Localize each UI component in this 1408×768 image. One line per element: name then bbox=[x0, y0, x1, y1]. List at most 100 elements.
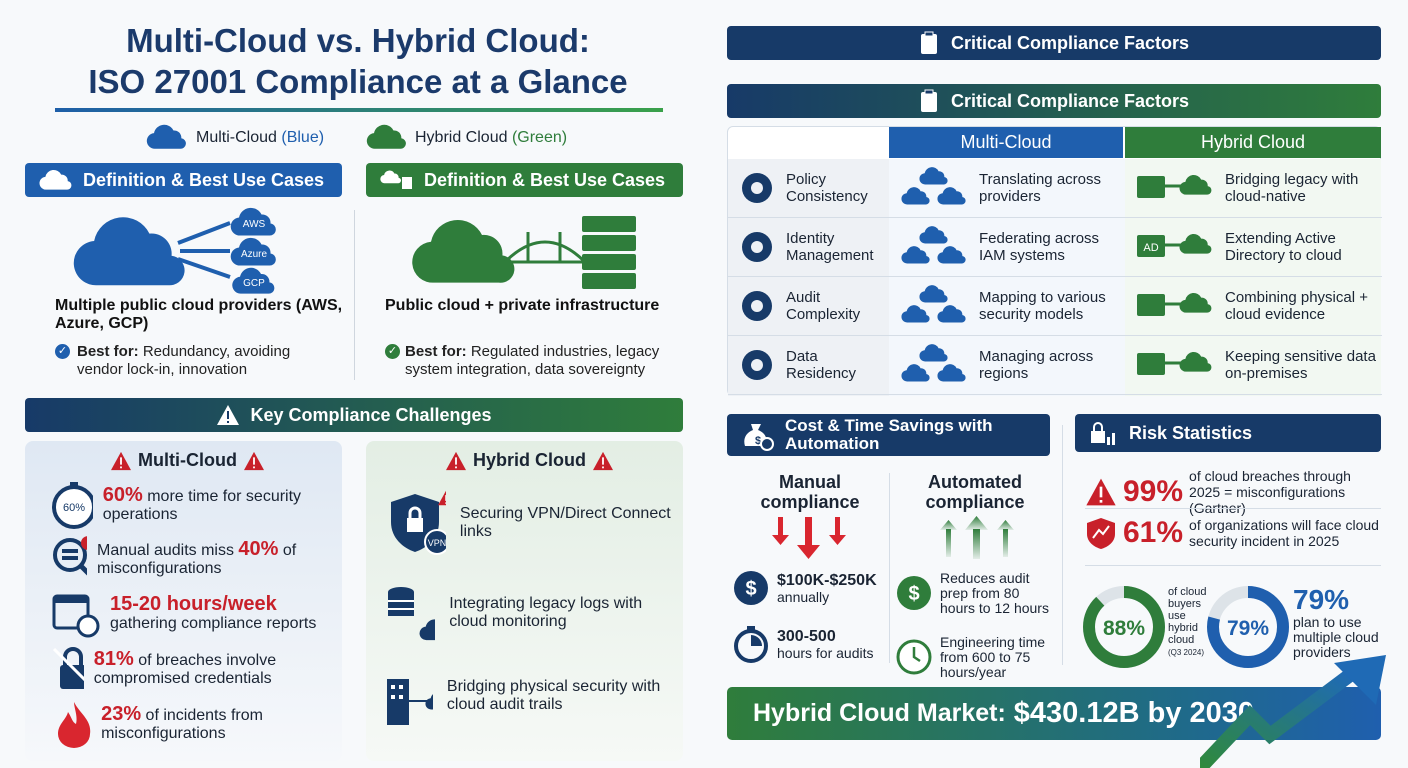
gears-icon bbox=[742, 173, 772, 203]
factors-title-bar: Critical Compliance Factors bbox=[727, 26, 1381, 60]
row-divider bbox=[728, 335, 1382, 336]
factor-2: Identity Management bbox=[728, 218, 889, 276]
svg-text:$: $ bbox=[908, 583, 919, 605]
multi-challenge-item: 23% of incidents from misconfigurations bbox=[50, 700, 340, 748]
hybrid-cell-3: Combining physical + cloud evidence bbox=[1125, 277, 1381, 335]
savings-header: $ Cost & Time Savings with Automation bbox=[727, 414, 1050, 456]
donut-charts: 88%79% bbox=[1083, 586, 1289, 668]
column-header-multi: Multi-Cloud bbox=[889, 127, 1123, 158]
multi-challenges-title: Multi-Cloud bbox=[110, 450, 265, 471]
challenges-header: Key Compliance Challenges bbox=[25, 398, 683, 432]
multi-challenge-item: 81% of breaches involve compromised cred… bbox=[50, 645, 340, 693]
legend-hybrid: Hybrid Cloud (Green) bbox=[415, 129, 568, 146]
hybrid-cell-1: Bridging legacy with cloud-native bbox=[1125, 159, 1381, 217]
hybrid-approach-icon bbox=[1137, 292, 1212, 316]
row-divider bbox=[728, 276, 1382, 277]
svg-text:AD: AD bbox=[1143, 242, 1158, 254]
donut-88-label: 88% bbox=[1103, 617, 1145, 640]
column-header-hybrid: Hybrid Cloud bbox=[1125, 127, 1381, 158]
factors-subtitle-bar: Critical Compliance Factors bbox=[727, 84, 1381, 118]
growth-arrow-icon bbox=[1200, 655, 1386, 768]
multi-approach-icon bbox=[901, 344, 966, 382]
donut2-text: 79%plan to use multiple cloud providers bbox=[1293, 584, 1379, 660]
check-icon: ✓ bbox=[385, 344, 400, 359]
hybrid-cell-4: Keeping sensitive data on-premises bbox=[1125, 336, 1381, 394]
row-divider bbox=[728, 217, 1382, 218]
clipboard-check-icon bbox=[920, 31, 937, 54]
multi-challenge-item: 15-20 hours/week gathering compliance re… bbox=[50, 590, 340, 638]
warning-icon bbox=[593, 451, 613, 470]
factor-1: Policy Consistency bbox=[728, 159, 889, 217]
manual-compliance-title: Manual compliance bbox=[760, 472, 860, 512]
multi-challenge-item: 60% 60% more time for security operation… bbox=[50, 480, 340, 530]
divider bbox=[1085, 565, 1381, 566]
hybrid-challenges-title: Hybrid Cloud bbox=[445, 450, 614, 471]
multi-definition-header: Definition & Best Use Cases bbox=[25, 163, 342, 197]
shield-alert-icon bbox=[1087, 518, 1115, 549]
automated-compliance-title: Automated compliance bbox=[925, 472, 1025, 512]
multi-approach-icon bbox=[901, 285, 966, 323]
clipboard-check-icon bbox=[920, 89, 937, 112]
user-key-icon bbox=[742, 232, 772, 262]
fire-icon bbox=[58, 702, 91, 748]
divider bbox=[1085, 508, 1381, 509]
hybrid-best-for: ✓ Best for: Regulated industries, legacy… bbox=[385, 343, 680, 379]
stopwatch-icon: 60% bbox=[52, 482, 93, 529]
multi-best-for: ✓ Best for: Redundancy, avoiding vendor … bbox=[55, 343, 335, 379]
hybrid-approach-icon: AD bbox=[1137, 233, 1212, 257]
automated-engineering-time: Engineering time from 600 to 75 hours/ye… bbox=[896, 632, 1056, 682]
row-divider bbox=[728, 394, 1382, 395]
stopwatch-icon bbox=[734, 626, 768, 663]
hybrid-challenge-item: Bridging physical security with cloud au… bbox=[385, 665, 675, 727]
factors-table: Multi-Cloud Hybrid Cloud Policy Consiste… bbox=[727, 126, 1382, 396]
hybrid-challenge-item: VPN Securing VPN/Direct Connect links bbox=[385, 490, 675, 556]
page-subtitle: ISO 27001 Compliance at a Glance bbox=[88, 63, 628, 100]
automated-audit-prep: $ Reduces audit prep from 80 hours to 12… bbox=[896, 562, 1056, 624]
hybrid-definition-header: Definition & Best Use Cases bbox=[366, 163, 683, 197]
page-title: Multi-Cloud vs. Hybrid Cloud: bbox=[126, 22, 590, 59]
multi-approach-icon bbox=[901, 226, 966, 264]
up-arrows-icon bbox=[940, 516, 1014, 559]
calendar-clock-icon bbox=[52, 594, 100, 638]
azure-label: Azure bbox=[241, 249, 268, 260]
money-bag-clock-icon: $ bbox=[744, 424, 774, 451]
risk-stat-incident: 61% of organizations will face cloud sec… bbox=[1085, 516, 1385, 550]
hybrid-cloud-illustration bbox=[412, 216, 636, 289]
factor-3: Audit Complexity bbox=[728, 277, 889, 335]
audit-search-icon bbox=[53, 536, 88, 576]
divider bbox=[354, 210, 355, 380]
divider bbox=[1062, 425, 1063, 665]
globe-icon bbox=[742, 350, 772, 380]
risk-header: Risk Statistics bbox=[1075, 414, 1381, 452]
broken-chain-lock-icon bbox=[52, 647, 84, 689]
donut-88-arc bbox=[1083, 586, 1165, 668]
multi-challenge-item: Manual audits miss 40% of misconfigurati… bbox=[50, 535, 340, 583]
warning-icon bbox=[243, 451, 264, 470]
divider bbox=[889, 473, 890, 663]
gcp-label: GCP bbox=[243, 278, 265, 289]
multi-definition: Multiple public cloud providers (AWS, Az… bbox=[55, 297, 343, 332]
title-underline bbox=[55, 108, 663, 112]
vpn-shield-icon: VPN bbox=[391, 490, 446, 555]
down-arrows-icon bbox=[772, 517, 846, 559]
multi-approach-icon bbox=[901, 167, 966, 205]
hybrid-challenge-item: Integrating legacy logs with cloud monit… bbox=[385, 580, 675, 646]
database-cloud-icon bbox=[388, 587, 436, 641]
aws-label: AWS bbox=[243, 219, 266, 230]
warning-icon bbox=[446, 451, 466, 470]
multi-cell-2: Federating across IAM systems bbox=[889, 218, 1125, 276]
cloud-server-icon bbox=[380, 170, 412, 189]
multi-cell-4: Managing across regions bbox=[889, 336, 1125, 394]
multi-cloud-illustration: AWS Azure GCP bbox=[73, 207, 276, 294]
lock-chart-icon bbox=[1091, 422, 1115, 445]
multi-cell-3: Mapping to various security models bbox=[889, 277, 1125, 335]
legend-multi: Multi-Cloud (Blue) bbox=[196, 129, 325, 146]
warning-icon bbox=[217, 405, 240, 425]
donut-79-arc bbox=[1207, 586, 1289, 668]
document-search-icon bbox=[742, 291, 772, 321]
hybrid-approach-icon bbox=[1137, 174, 1212, 198]
green-cloud-icon bbox=[366, 124, 406, 149]
